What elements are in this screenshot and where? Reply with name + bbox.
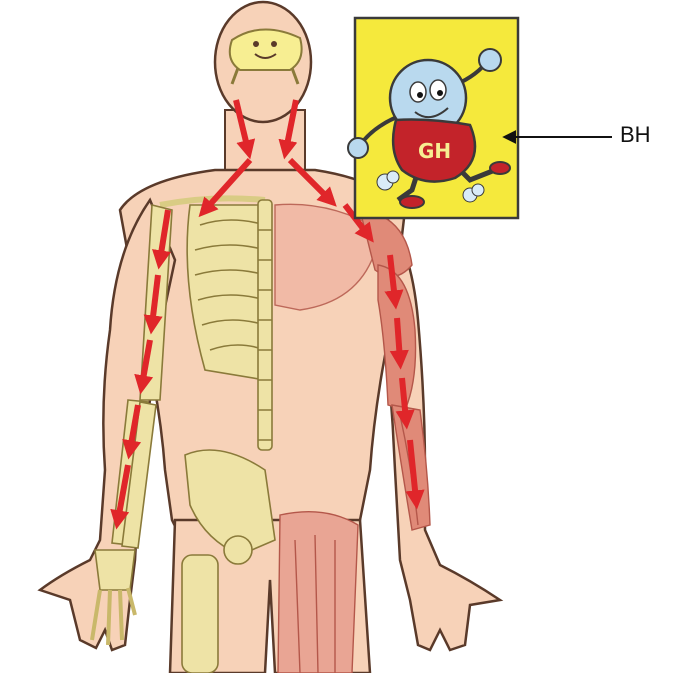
growth-hormone-panel: GH (348, 18, 518, 218)
arrow-arm-right-3 (397, 318, 400, 360)
arrow-arm-right-4 (402, 378, 406, 420)
callout-label: BH (620, 122, 651, 148)
gh-badge-text: GH (418, 139, 451, 163)
